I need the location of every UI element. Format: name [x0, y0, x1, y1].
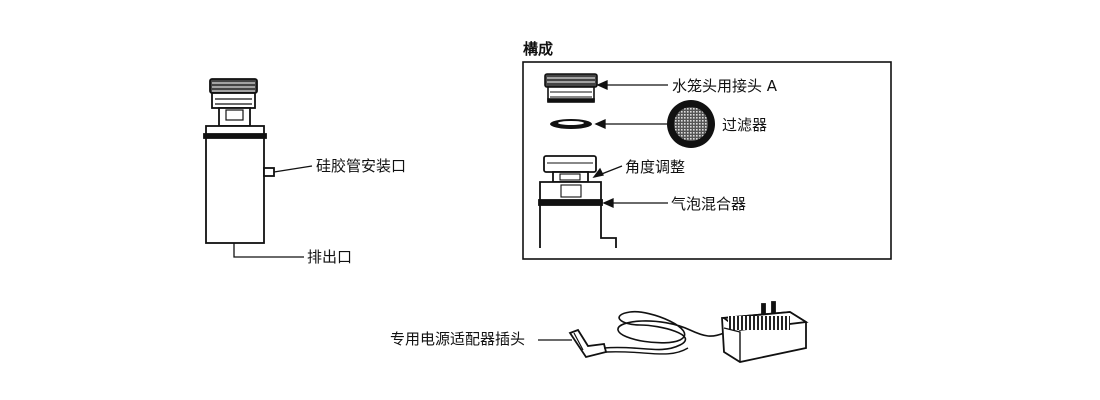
- components-title: 構成: [523, 40, 554, 58]
- angle-adjust-label: 角度调整: [625, 158, 686, 176]
- faucet-adapter-part: [544, 73, 598, 103]
- box-mixer-part: [538, 155, 617, 248]
- components-box: [522, 61, 892, 260]
- mixer-thread-cap: [209, 78, 258, 109]
- faucet-adapter-label: 水笼头用接头 A: [672, 77, 778, 95]
- filter-part: [667, 100, 715, 148]
- assembled-mixer: [203, 78, 275, 244]
- leader-lines: [233, 79, 668, 341]
- drain-label: 排出口: [307, 248, 353, 266]
- filter-label: 过滤器: [722, 116, 768, 134]
- tube-inlet-label: 硅胶管安装口: [316, 157, 407, 175]
- power-plug-label: 专用电源适配器插头: [390, 330, 526, 348]
- power-adapter: [568, 301, 809, 363]
- bubble-mixer-label: 气泡混合器: [671, 195, 747, 213]
